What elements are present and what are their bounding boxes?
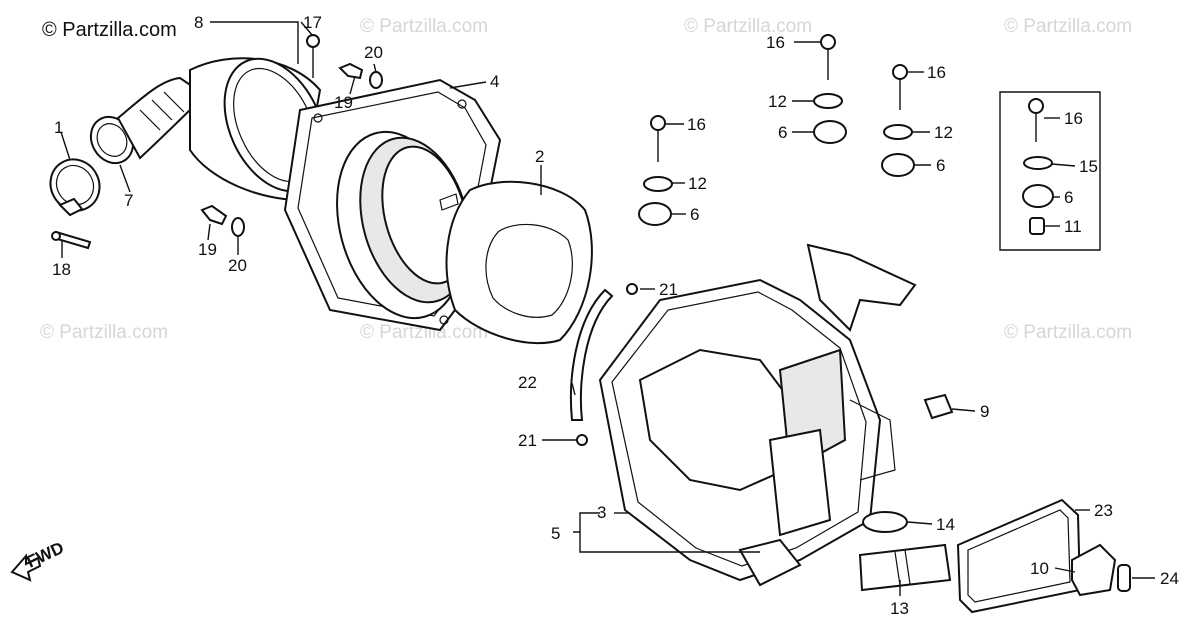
callout-16-a: 16 <box>687 115 706 134</box>
callout-24: 24 <box>1160 569 1179 588</box>
callout-9: 9 <box>980 402 989 421</box>
part-bolt-16-c[interactable] <box>892 64 908 110</box>
callout-20-top: 20 <box>364 43 383 62</box>
part-strap-13[interactable] <box>858 543 952 592</box>
part-air-box-case-3[interactable] <box>598 243 917 587</box>
callout-13: 13 <box>890 599 909 618</box>
part-clip-21-bottom[interactable] <box>576 434 588 446</box>
part-collar-12-b[interactable] <box>813 93 843 109</box>
callout-15: 15 <box>1079 157 1098 176</box>
part-tube-7[interactable] <box>83 76 207 171</box>
part-bolt-16-a[interactable] <box>650 115 666 162</box>
part-spacer-11[interactable] <box>1029 217 1045 235</box>
watermark: © Partzilla.com <box>684 16 812 37</box>
callout-21-top: 21 <box>659 280 678 299</box>
callout-21-bottom: 21 <box>518 431 537 450</box>
callout-17: 17 <box>303 13 322 32</box>
watermark: © Partzilla.com <box>1004 16 1132 37</box>
watermark: © Partzilla.com <box>360 322 488 343</box>
callout-2: 2 <box>535 147 544 166</box>
callout-7: 7 <box>124 191 133 210</box>
part-grommet-6-a[interactable] <box>638 202 672 226</box>
callout-12-b: 12 <box>768 92 787 111</box>
callout-23: 23 <box>1094 501 1113 520</box>
callout-6-b: 6 <box>778 123 787 142</box>
watermark: © Partzilla.com <box>360 16 488 37</box>
callout-5: 5 <box>551 524 560 543</box>
callout-22: 22 <box>518 373 537 392</box>
part-foam-filter-2[interactable] <box>445 180 593 345</box>
part-clip-21-top[interactable] <box>626 283 638 295</box>
copyright-text: © Partzilla.com <box>42 19 177 41</box>
part-screw-18[interactable] <box>51 230 92 250</box>
part-bolt-19-top[interactable] <box>338 62 364 80</box>
part-collar-12-c[interactable] <box>883 124 913 140</box>
part-pin-24[interactable] <box>1117 564 1131 592</box>
callout-14: 14 <box>936 515 955 534</box>
part-bolt-19-lower[interactable] <box>200 204 228 226</box>
part-grommet-6-b[interactable] <box>813 120 847 144</box>
fwd-arrow-icon <box>10 553 42 582</box>
part-screw-17[interactable] <box>306 34 320 78</box>
callout-11: 11 <box>1064 217 1082 236</box>
part-band-23[interactable] <box>956 498 1082 614</box>
callout-19-lower: 19 <box>198 240 217 259</box>
part-hose-22[interactable] <box>569 288 614 421</box>
part-bracket-10[interactable] <box>1071 543 1117 597</box>
callout-10: 10 <box>1030 559 1049 578</box>
callout-18: 18 <box>52 260 71 279</box>
part-filter-element[interactable] <box>317 118 487 333</box>
part-clamp-1[interactable] <box>41 150 109 219</box>
callout-19-top: 19 <box>334 93 353 112</box>
callout-12-c: 12 <box>934 123 953 142</box>
part-pad-9[interactable] <box>923 393 954 420</box>
part-bolt-16-d[interactable] <box>1028 98 1044 142</box>
callout-4: 4 <box>490 72 499 91</box>
fwd-arrow: FWD <box>10 538 67 582</box>
part-washer-20-top[interactable] <box>369 71 383 89</box>
callout-20-lower: 20 <box>228 256 247 275</box>
callout-16-b: 16 <box>766 33 785 52</box>
callout-3: 3 <box>597 503 606 522</box>
part-disc-14[interactable] <box>862 511 908 533</box>
callout-16-c: 16 <box>927 63 946 82</box>
leader-lines <box>60 21 1155 596</box>
part-bolt-16-b[interactable] <box>820 34 836 80</box>
part-washer-15[interactable] <box>1023 156 1053 170</box>
callouts: 1 7 18 8 17 4 2 19 20 19 20 21 22 21 3 5… <box>52 13 1179 618</box>
callout-6-a: 6 <box>690 205 699 224</box>
watermark: © Partzilla.com <box>1004 322 1132 343</box>
callout-8: 8 <box>194 13 203 32</box>
part-grommet-6-c[interactable] <box>881 153 915 177</box>
callout-12-a: 12 <box>688 174 707 193</box>
callout-6-d: 6 <box>1064 188 1073 207</box>
part-washer-20-lower[interactable] <box>231 217 245 237</box>
callout-6-c: 6 <box>936 156 945 175</box>
watermark: © Partzilla.com <box>40 322 168 343</box>
part-grommet-6-d[interactable] <box>1022 184 1054 208</box>
callout-16-d: 16 <box>1064 109 1083 128</box>
inset-box <box>999 91 1101 251</box>
callout-1: 1 <box>54 118 63 137</box>
fwd-label: FWD <box>24 538 67 572</box>
part-collar-12-a[interactable] <box>643 176 673 192</box>
